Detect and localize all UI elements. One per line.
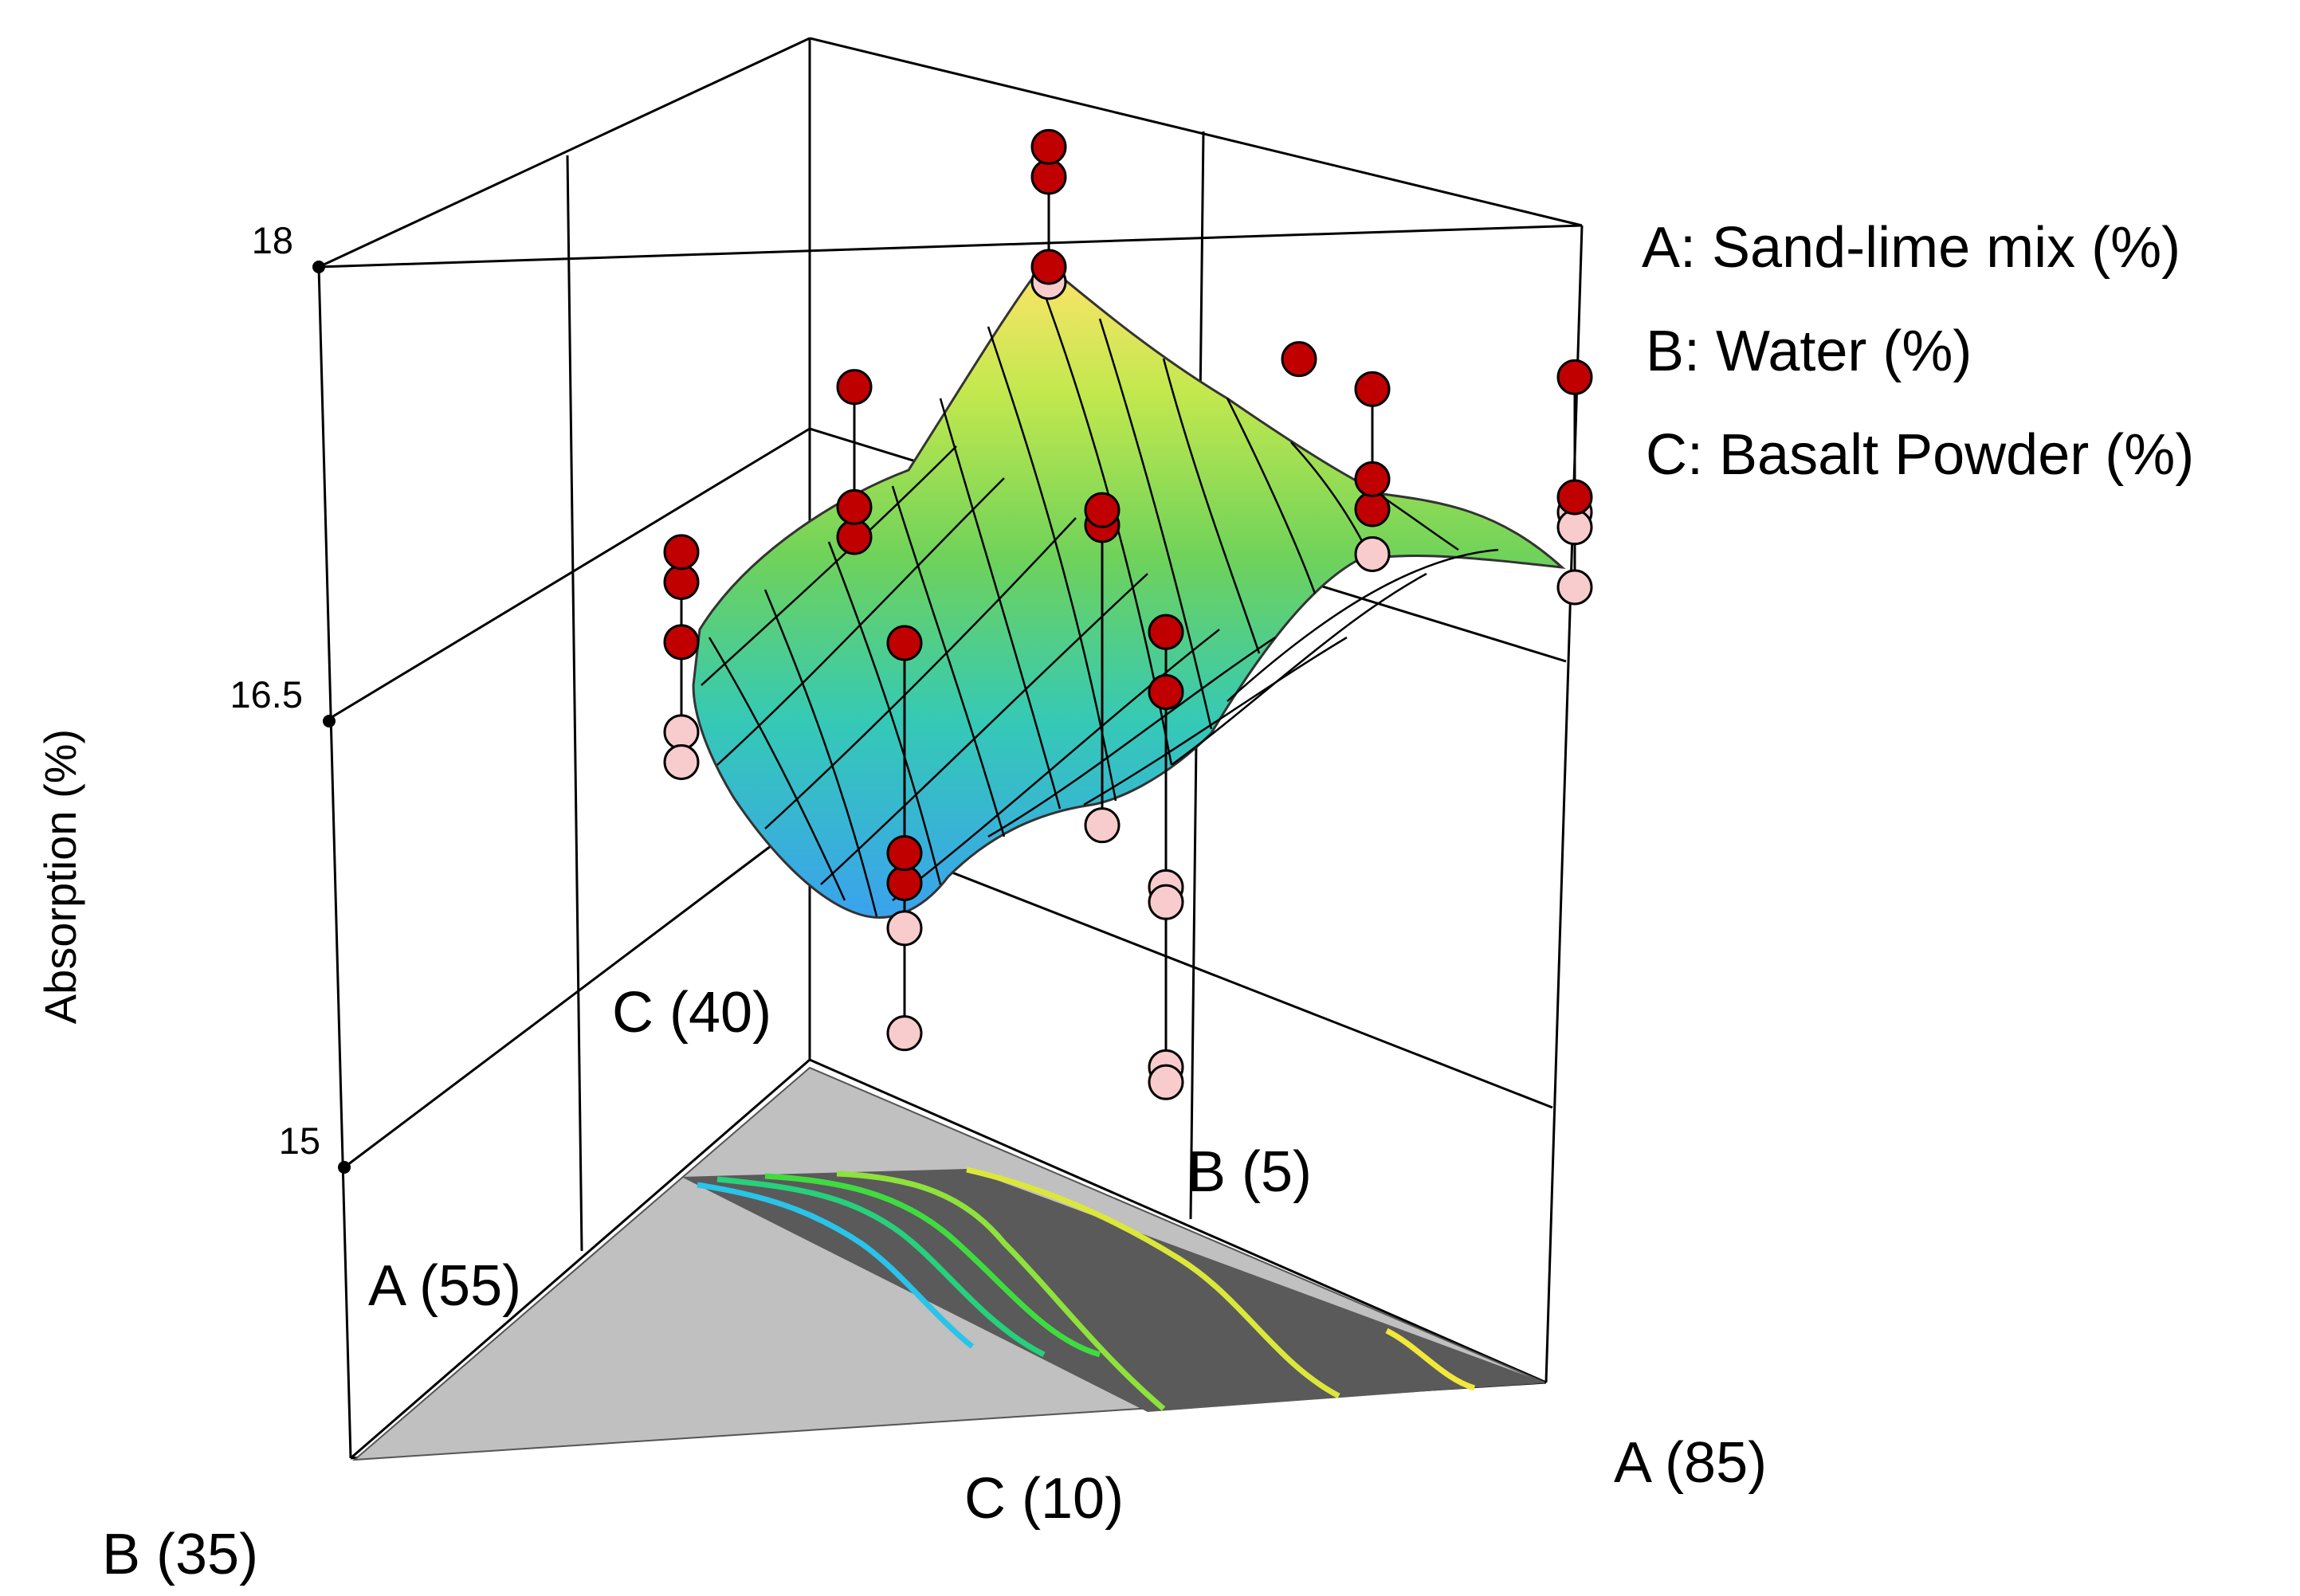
design-point-above-surface bbox=[1030, 128, 1067, 165]
frame-top-right-edge bbox=[809, 37, 1583, 227]
design-point-below-surface bbox=[1148, 1064, 1184, 1100]
z-tick-dot-18 bbox=[312, 261, 325, 273]
surface-body bbox=[692, 261, 1566, 919]
legend-item-a: A: Sand-lime mix (%) bbox=[1642, 216, 2180, 280]
contour-lines bbox=[697, 1167, 1476, 1411]
design-point-above-surface bbox=[1281, 341, 1317, 378]
frame-right-vertical bbox=[1544, 225, 1584, 1383]
corner-label-b-low: B (5) bbox=[1187, 1140, 1312, 1204]
design-point-below-surface bbox=[663, 744, 700, 780]
design-point-above-surface bbox=[1354, 461, 1391, 497]
design-points bbox=[663, 128, 1593, 1100]
corner-label-b-high: B (35) bbox=[102, 1523, 258, 1586]
left-wall-grid-2 bbox=[343, 815, 810, 1169]
legend-item-b: B: Water (%) bbox=[1646, 320, 1972, 383]
design-point-below-surface bbox=[1148, 884, 1184, 920]
design-point-above-surface bbox=[1556, 479, 1593, 516]
corner-label-c-low: C (10) bbox=[964, 1467, 1124, 1531]
z-tick-dot-16-5 bbox=[323, 715, 336, 727]
contour-line bbox=[836, 1171, 1166, 1411]
contour-line bbox=[716, 1176, 1046, 1358]
frame-top-left-edge bbox=[318, 37, 810, 269]
left-wall-grid-1 bbox=[324, 427, 810, 723]
design-point-above-surface bbox=[663, 624, 700, 661]
design-point-above-surface bbox=[1030, 249, 1067, 285]
design-point-above-surface bbox=[836, 369, 873, 406]
design-point-above-surface bbox=[886, 865, 923, 901]
mesh-line bbox=[1098, 318, 1213, 730]
design-point-above-surface bbox=[836, 488, 873, 525]
z-axis-title: Absorption (%) bbox=[35, 729, 85, 1024]
z-axis: 18 16.5 15 Absorption (%) bbox=[35, 219, 351, 1174]
mesh-line bbox=[1227, 548, 1499, 702]
design-point-above-surface bbox=[1148, 674, 1184, 710]
z-tick-label-18: 18 bbox=[252, 219, 293, 261]
mesh-line bbox=[1083, 636, 1348, 806]
mesh-line bbox=[708, 637, 846, 901]
base-ternary-plot bbox=[352, 1066, 1545, 1461]
contour-line bbox=[764, 1173, 1101, 1358]
design-point-below-surface bbox=[1556, 509, 1593, 546]
design-point-above-surface bbox=[1148, 614, 1184, 650]
mesh-line bbox=[1226, 398, 1317, 594]
mesh-line bbox=[764, 517, 1077, 829]
frame-bottom-left-edge bbox=[350, 1058, 810, 1460]
design-point-above-surface bbox=[1354, 491, 1391, 527]
mesh-line bbox=[1171, 572, 1427, 767]
z-tick-label-16-5: 16.5 bbox=[230, 673, 303, 716]
frame-left-vertical bbox=[317, 266, 352, 1459]
z-tick-dot-15 bbox=[338, 1161, 351, 1174]
contour-line bbox=[966, 1167, 1340, 1399]
design-point-above-surface bbox=[663, 534, 700, 571]
design-point-above-surface bbox=[1354, 371, 1391, 407]
design-point-above-surface bbox=[886, 625, 923, 661]
mesh-line bbox=[827, 541, 942, 885]
legend-item-c: C: Basalt Powder (%) bbox=[1646, 423, 2194, 487]
design-point-above-surface bbox=[663, 564, 700, 600]
contour-line bbox=[697, 1182, 975, 1349]
mesh-line bbox=[1162, 358, 1261, 654]
z-tick-label-15: 15 bbox=[279, 1120, 320, 1162]
mesh-line bbox=[763, 589, 878, 917]
design-point-below-surface bbox=[1354, 536, 1391, 572]
left-wall-grid-v bbox=[566, 155, 583, 1252]
design-point-below-surface bbox=[886, 910, 923, 947]
design-point-below-surface bbox=[1084, 807, 1121, 844]
mesh-line bbox=[892, 629, 1220, 901]
contour-line bbox=[1385, 1327, 1476, 1391]
corner-labels: C (40) B (5) A (55) A (85) C (10) B (35) bbox=[102, 981, 1767, 1586]
design-point-below-surface bbox=[886, 1015, 923, 1052]
design-point-above-surface bbox=[1084, 492, 1121, 528]
design-point-above-surface bbox=[836, 519, 873, 555]
corner-label-a-high: A (85) bbox=[1614, 1431, 1767, 1495]
mesh-line bbox=[987, 326, 1117, 802]
mesh-line bbox=[891, 485, 1006, 837]
design-point-above-surface bbox=[1556, 359, 1593, 395]
mesh-line bbox=[716, 477, 1005, 766]
frame-top-front-edge bbox=[318, 224, 1583, 269]
mesh-line bbox=[939, 398, 1062, 810]
corner-label-c-high: C (40) bbox=[612, 981, 771, 1045]
design-point-below-surface bbox=[663, 714, 700, 751]
design-point-above-surface bbox=[886, 835, 923, 872]
design-point-above-surface bbox=[1030, 159, 1067, 195]
mesh-line bbox=[701, 445, 957, 686]
design-point-below-surface bbox=[1556, 569, 1593, 606]
response-surface bbox=[692, 261, 1566, 919]
frame-bottom-right-edge bbox=[809, 1058, 1547, 1384]
corner-label-a-low: A (55) bbox=[368, 1254, 521, 1318]
mesh-line bbox=[987, 636, 1276, 838]
component-legend: A: Sand-lime mix (%) B: Water (%) C: Bas… bbox=[1642, 216, 2194, 487]
